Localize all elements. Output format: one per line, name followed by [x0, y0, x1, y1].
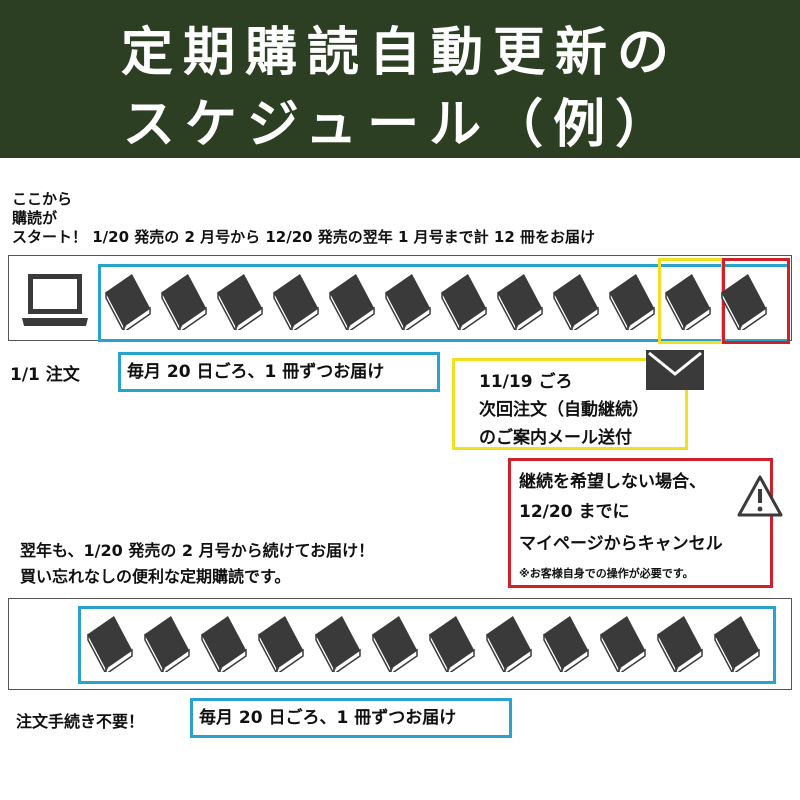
book-icon — [200, 612, 248, 676]
book-icon — [86, 612, 134, 676]
intro-text: ここから 購読が スタート！ 1/20 発売の 2 月号から 12/20 発売の… — [12, 190, 595, 247]
warning-icon — [737, 475, 783, 517]
book-icon — [656, 612, 704, 676]
book-icon — [371, 612, 419, 676]
book-icon — [552, 270, 600, 334]
next-year-line-2: 買い忘れなしの便利な定期購読です。 — [20, 567, 291, 586]
email-notice-line-1: 11/19 ごろ — [479, 372, 573, 392]
book-icon — [216, 270, 264, 334]
book-icon — [384, 270, 432, 334]
book-icon — [496, 270, 544, 334]
cancel-notice-note: ※お客様自身での操作が必要です。 — [519, 567, 694, 580]
next-year-delivery-label: 毎月 20 日ごろ、1 冊ずつお届け — [190, 698, 512, 738]
book-icon — [104, 270, 152, 334]
title-line-1: 定期購読自動更新の — [120, 23, 679, 83]
intro-line-2: 購読が — [12, 209, 58, 227]
book-icon — [257, 612, 305, 676]
no-order-needed-label: 注文手続き不要！ — [16, 712, 145, 731]
intro-line-3: スタート！ 1/20 発売の 2 月号から 12/20 発売の翌年 1 月号まで… — [12, 228, 595, 246]
title-line-2: スケジュール（例） — [122, 95, 678, 155]
book-icon — [440, 270, 488, 334]
book-icon — [599, 612, 647, 676]
book-icon — [143, 612, 191, 676]
book-icon — [542, 612, 590, 676]
book-icon — [272, 270, 320, 334]
intro-line-1: ここから — [12, 190, 73, 208]
book-icon — [160, 270, 208, 334]
email-notice-line-2: 次回注文（自動継続） — [479, 400, 649, 420]
book-icon — [720, 270, 768, 334]
cancel-notice-line-1: 継続を希望しない場合、 — [519, 472, 706, 492]
book-icon — [713, 612, 761, 676]
title-banner: 定期購読自動更新の スケジュール（例） — [0, 0, 800, 158]
book-icon — [328, 270, 376, 334]
next-year-text: 翌年も、1/20 発売の 2 月号から続けてお届け！ 買い忘れなしの便利な定期購… — [20, 538, 374, 590]
order-date-label: 1/1 注文 — [10, 365, 80, 385]
book-icon — [664, 270, 712, 334]
cancel-notice: 継続を希望しない場合、 12/20 までに マイページからキャンセル ※お客様自… — [508, 458, 773, 588]
mail-icon — [646, 350, 704, 390]
cancel-notice-line-2: 12/20 までに — [519, 502, 630, 522]
next-year-line-1: 翌年も、1/20 発売の 2 月号から続けてお届け！ — [20, 541, 375, 560]
monthly-delivery-label: 毎月 20 日ごろ、1 冊ずつお届け — [118, 352, 440, 392]
book-icon — [608, 270, 656, 334]
cancel-notice-line-3: マイページからキャンセル — [519, 534, 723, 554]
book-icon — [428, 612, 476, 676]
book-icon — [485, 612, 533, 676]
next-year-books-frame — [78, 606, 776, 684]
email-notice-line-3: のご案内メール送付 — [479, 428, 632, 448]
book-icon — [314, 612, 362, 676]
laptop-icon — [22, 274, 88, 326]
